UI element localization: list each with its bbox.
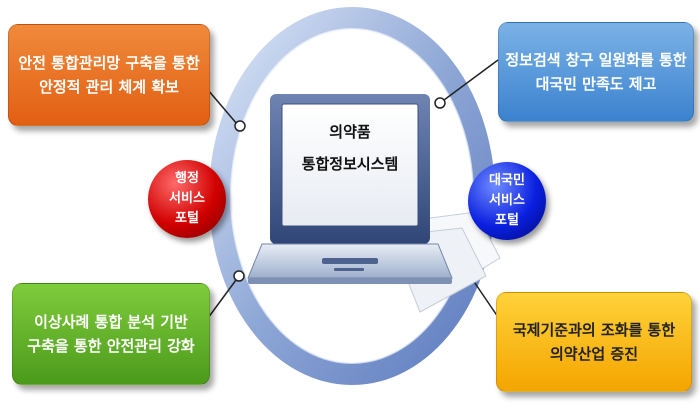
- center-system-title: 의약품 통합정보시스템: [290, 116, 410, 180]
- goal-box-top-right: 정보검색 창구 일원화를 통한 대국민 만족도 제고: [498, 22, 694, 122]
- connector-top-right: [443, 59, 499, 101]
- goal-box-bottom-left-text: 이상사례 통합 분석 기반 구축을 통한 안전관리 강화: [27, 313, 195, 355]
- connector-dot-top-left: [234, 120, 246, 132]
- connector-bottom-left: [207, 279, 237, 319]
- goal-box-bottom-left: 이상사례 통합 분석 기반 구축을 통한 안전관리 강화: [12, 283, 210, 385]
- connector-dot-bottom-left: [233, 270, 245, 282]
- connector-dot-top-right: [434, 97, 446, 109]
- admin-portal-label: 행정 서비스 포털: [169, 171, 205, 226]
- goal-box-bottom-right-text: 국제기준과의 조화를 통한 의약산업 증진: [512, 321, 676, 363]
- laptop-icon: [247, 94, 453, 284]
- public-portal-label: 대국민 서비스 포털: [489, 173, 525, 228]
- center-system-title-text: 의약품 통합정보시스템: [301, 123, 399, 173]
- goal-box-top-left: 안전 통합관리망 구축을 통한 안정적 관리 체계 확보: [8, 24, 210, 126]
- admin-portal-ball: 행정 서비스 포털: [148, 160, 226, 238]
- public-portal-ball: 대국민 서비스 포털: [468, 162, 546, 240]
- goal-box-top-left-text: 안전 통합관리망 구축을 통한 안정적 관리 체계 확보: [18, 54, 200, 96]
- goal-box-top-right-text: 정보검색 창구 일원화를 통한 대국민 만족도 제고: [505, 51, 687, 93]
- connector-top-left: [207, 89, 238, 125]
- goal-box-bottom-right: 국제기준과의 조화를 통한 의약산업 증진: [496, 292, 692, 392]
